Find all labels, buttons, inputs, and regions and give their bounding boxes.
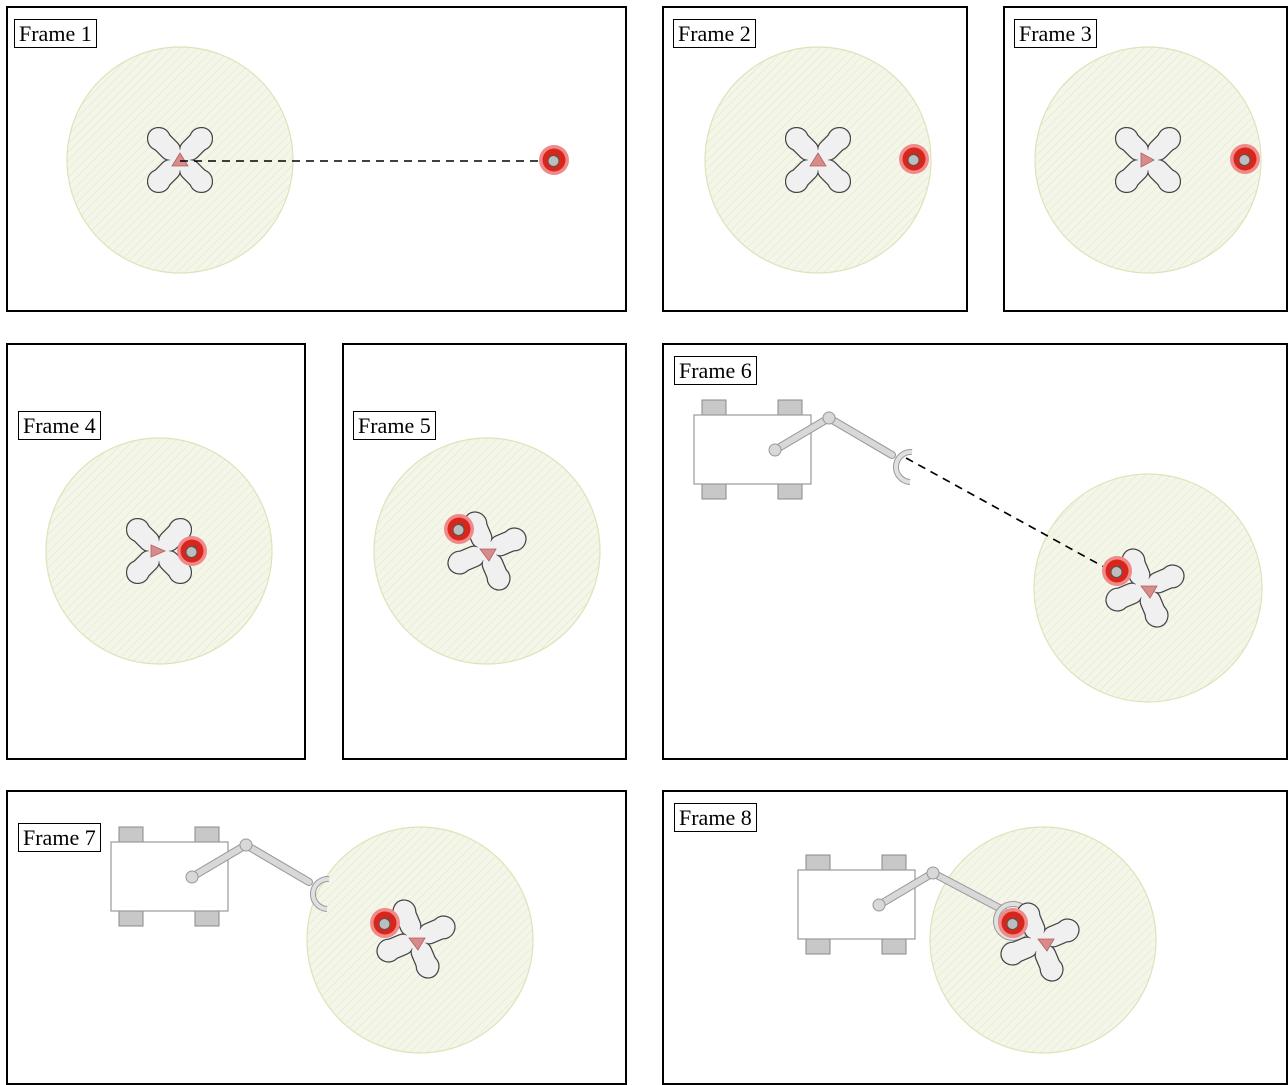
- frame-2: Frame 2: [662, 6, 968, 312]
- target-icon: [1229, 143, 1261, 175]
- heading-marker: [408, 937, 426, 951]
- frame-7: Frame 7: [6, 790, 627, 1085]
- frame-1: Frame 1: [6, 6, 627, 312]
- target-icon: [997, 907, 1029, 939]
- target-icon: [898, 143, 930, 175]
- frame-label: Frame 5: [353, 411, 436, 440]
- heading-marker: [1140, 152, 1155, 168]
- target-icon: [369, 907, 401, 939]
- heading-marker: [150, 544, 167, 558]
- frame-4-scene: [45, 437, 273, 665]
- frame-label: Frame 7: [18, 823, 101, 852]
- heading-marker: [1140, 585, 1158, 599]
- frame-label: Frame 6: [674, 356, 757, 385]
- frame-4: Frame 4: [6, 343, 306, 760]
- heading-marker: [479, 548, 497, 562]
- target-icon: [1101, 555, 1133, 587]
- frame-8-scene: [664, 826, 1157, 1054]
- frame-1-scene: [66, 46, 570, 274]
- frame-3: Frame 3: [1003, 6, 1288, 312]
- frame-label: Frame 4: [18, 411, 101, 440]
- frame-7-scene: [8, 792, 534, 1054]
- heading-marker: [1037, 938, 1055, 952]
- frame-label: Frame 3: [1014, 19, 1097, 48]
- frame-5-scene: [373, 437, 601, 665]
- frame-2-scene: [704, 46, 932, 274]
- heading-marker: [171, 152, 189, 167]
- frame-label: Frame 1: [14, 19, 97, 48]
- target-icon: [443, 513, 475, 545]
- frame-label: Frame 8: [674, 803, 757, 832]
- mobile-manipulator-icon: [694, 400, 912, 499]
- frame-3-scene: [1034, 46, 1262, 274]
- target-icon: [176, 535, 208, 567]
- frame-6: Frame 6: [662, 343, 1288, 760]
- frame-label: Frame 2: [673, 19, 756, 48]
- frame-8: Frame 8: [662, 790, 1288, 1085]
- mobile-manipulator-icon: [111, 827, 329, 926]
- frame-5: Frame 5: [342, 343, 627, 760]
- frame-6-scene: [664, 345, 1263, 703]
- heading-marker: [809, 152, 827, 167]
- target-icon: [538, 144, 570, 176]
